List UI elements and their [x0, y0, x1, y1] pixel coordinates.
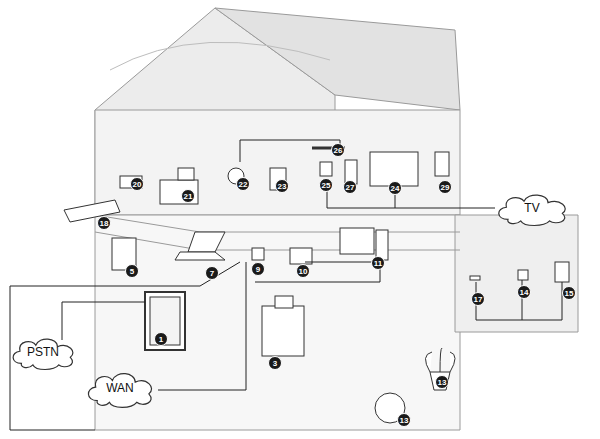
callout-number: 3	[268, 356, 282, 370]
callout-number: 7	[205, 266, 219, 280]
callout-number: 29	[438, 180, 452, 194]
callout-number: 15	[562, 286, 576, 300]
callout-number: 20	[130, 177, 144, 191]
callout-number: 21	[181, 189, 195, 203]
callout-number: 9	[251, 262, 265, 276]
callout-number: 11	[371, 256, 385, 270]
callout-number: 17	[471, 292, 485, 306]
callout-number: 14	[517, 285, 531, 299]
callout-number: 22	[236, 177, 250, 191]
callout-number: 13	[397, 413, 411, 427]
callout-number: 23	[275, 179, 289, 193]
network-cloud: WAN	[82, 367, 158, 409]
callout-number: 13	[435, 375, 449, 389]
callout-number: 18	[97, 216, 111, 230]
cloud-label: WAN	[106, 381, 134, 395]
callout-number: 27	[343, 180, 357, 194]
network-cloud: TV	[492, 189, 572, 227]
callout-number: 10	[296, 264, 310, 278]
callout-number: 1	[154, 332, 168, 346]
cloud-label: TV	[524, 201, 539, 215]
callout-number: 25	[319, 178, 333, 192]
callout-number: 24	[388, 181, 402, 195]
callout-number: 5	[125, 264, 139, 278]
callout-number: 26	[331, 143, 345, 157]
network-cloud: PSTN	[7, 333, 79, 371]
cloud-label: PSTN	[27, 345, 59, 359]
